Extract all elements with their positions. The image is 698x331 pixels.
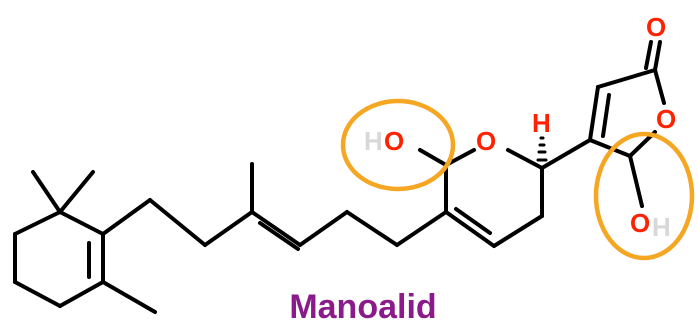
bond [540, 138, 592, 170]
bond [653, 68, 666, 105]
atom-label-o-hemiketal: O [384, 126, 404, 156]
highlight-circle-hemiketal [340, 98, 456, 192]
bond [601, 93, 611, 138]
bond [653, 40, 662, 72]
atom-label-h-hydroxyl: H [652, 212, 671, 242]
bond [298, 210, 349, 247]
stereo-hash-wedge [536, 136, 548, 162]
bond [588, 85, 600, 142]
bond [345, 210, 399, 247]
atom-label-o-hydroxyl: O [630, 208, 650, 238]
bond [418, 148, 448, 167]
bond [58, 280, 105, 308]
atom-label-h-stereo: H [532, 108, 551, 138]
bond [444, 210, 496, 248]
bond [588, 138, 632, 158]
atom-label-o-lactone: O [656, 104, 676, 134]
molecule-name: Manoalid [289, 288, 436, 326]
bond [506, 148, 544, 170]
bond [101, 280, 157, 314]
atom-label-o-pyran: O [476, 126, 496, 156]
bond [31, 170, 62, 214]
bond [13, 210, 62, 236]
bond [258, 221, 300, 251]
atom-label-h-hemiketal: H [364, 126, 383, 156]
atom-label-o-carbonyl: O [646, 12, 666, 42]
bond [13, 280, 62, 308]
highlight-circle-lactol [593, 131, 695, 261]
bond [644, 40, 653, 70]
bond [454, 207, 492, 235]
bond [58, 170, 95, 214]
bond [203, 210, 254, 247]
bond [101, 198, 152, 236]
bonds [13, 40, 666, 314]
bond [148, 198, 207, 247]
bond [250, 210, 302, 247]
bond [492, 214, 544, 248]
bond [58, 210, 105, 236]
bond [395, 210, 448, 247]
bond [628, 154, 644, 208]
bond [596, 68, 657, 89]
